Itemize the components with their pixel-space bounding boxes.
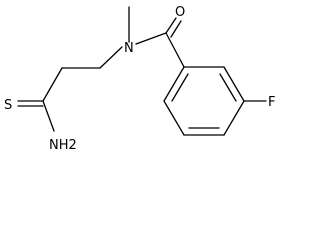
atom-n: N bbox=[124, 41, 134, 56]
ring-bond-5 bbox=[223, 66, 245, 102]
atom-o: O bbox=[175, 5, 185, 20]
molecule-structure: O N S NH2 F bbox=[4, 5, 275, 153]
ring-inner-1 bbox=[171, 73, 189, 102]
bonds bbox=[17, 6, 267, 136]
atom-nh2: NH2 bbox=[49, 138, 77, 153]
ring-bond-4 bbox=[223, 100, 245, 136]
atom-f: F bbox=[268, 95, 275, 110]
ring-bond-2 bbox=[163, 100, 185, 136]
bond-carbonyl-o-1 bbox=[165, 17, 177, 34]
atom-s: S bbox=[4, 98, 12, 113]
bond-carbonyl-o-2 bbox=[170, 20, 182, 38]
bond-carbonyl-ring bbox=[165, 32, 185, 68]
bond-cs-nh2 bbox=[42, 100, 55, 132]
bond-n-carbonyl bbox=[135, 32, 167, 45]
ring-bond-1 bbox=[163, 66, 185, 102]
bond-ch2-cs bbox=[42, 67, 63, 102]
bond-n-ch2 bbox=[99, 46, 123, 69]
ring-inner-3 bbox=[219, 73, 237, 102]
